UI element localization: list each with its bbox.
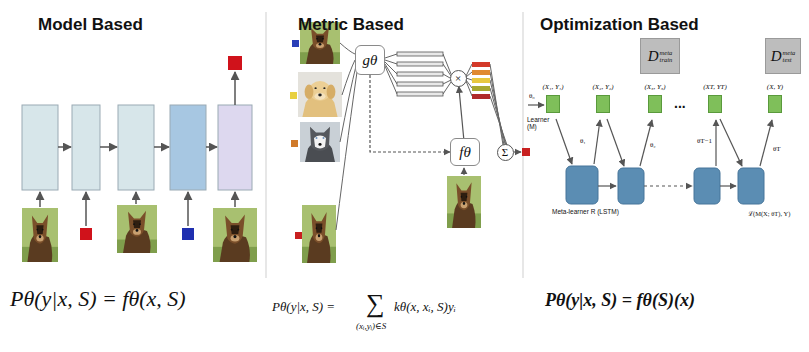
panel-title: Model Based xyxy=(38,16,143,35)
dog-photo xyxy=(302,205,336,263)
node-text: gθ xyxy=(363,52,378,69)
dog-photo xyxy=(117,205,157,253)
sum-circle: Σ xyxy=(497,144,514,161)
dataset-box: Dmetatrain xyxy=(640,38,680,74)
meta-learner-cells xyxy=(566,166,764,204)
rnn-arrows xyxy=(40,72,235,226)
learner-step: (XT, YT) xyxy=(702,84,728,113)
node-text: × xyxy=(455,72,461,84)
embedding-function: gθ xyxy=(355,45,385,75)
learner-box xyxy=(768,95,782,113)
learner-step: (X₁, Y₁) xyxy=(541,84,565,113)
script-column: metatrain xyxy=(660,49,673,63)
node-text: (X₂, Y₂) xyxy=(592,84,613,92)
product-circle: × xyxy=(450,70,467,87)
panel-separators xyxy=(266,12,523,278)
node-text: (X₁, Y₁) xyxy=(542,84,563,92)
dataset-box: Dmetatest xyxy=(765,38,801,74)
learner-label: Learner (M) xyxy=(527,116,547,130)
learner-step: (X, Y) xyxy=(766,84,785,113)
panel-title: Optimization Based xyxy=(540,16,699,35)
rnn-inputs xyxy=(22,56,257,262)
label-square xyxy=(290,92,297,99)
feature-bars xyxy=(397,52,443,96)
panel-title: Metric Based xyxy=(298,16,404,35)
dog-photo xyxy=(298,72,342,117)
node-text: fθ xyxy=(459,144,471,161)
rnn-cells xyxy=(22,105,252,190)
formula: ∑ xyxy=(366,290,385,319)
node-text: meta xyxy=(783,49,796,56)
label-square xyxy=(292,40,299,47)
learner-step: (X₂, Y₂) xyxy=(591,84,615,113)
node-text: D xyxy=(648,48,659,65)
formula: kθ(x, xᵢ, S)yᵢ xyxy=(394,300,456,314)
similarity-bars xyxy=(472,62,490,99)
node-text: meta xyxy=(660,49,673,56)
formula: (xᵢ,yᵢ)∈S xyxy=(356,322,386,332)
learner-box xyxy=(648,95,662,113)
node-text: D xyxy=(771,48,782,65)
node-text: test xyxy=(783,56,796,63)
dog-photo xyxy=(447,176,481,228)
node-text: (XT, YT) xyxy=(703,84,727,92)
dog-photo xyxy=(22,208,58,262)
node-text: (X₃, Y₃) xyxy=(644,84,665,92)
formula: Pθ(y|x, S) = fθ(S)(x) xyxy=(545,291,695,311)
dog-photo xyxy=(300,122,340,162)
meta-learner-label: Meta-learner R (LSTM) xyxy=(552,208,619,215)
param-label: θT−1 xyxy=(697,138,712,146)
param-label: θ₁ xyxy=(580,138,586,146)
connector xyxy=(370,75,450,152)
node-text: (X, Y) xyxy=(767,84,783,92)
label-square xyxy=(295,232,302,239)
ellipsis: ... xyxy=(674,96,686,111)
param-label: θ₂ xyxy=(650,142,656,150)
label-square xyxy=(182,228,194,240)
node-text: Σ xyxy=(502,146,508,158)
output-square xyxy=(228,56,242,70)
learner-box xyxy=(596,95,610,113)
embedding-lines xyxy=(336,43,507,230)
param-label: θ₀ xyxy=(529,93,535,101)
label-square xyxy=(291,140,298,147)
embedding-function: fθ xyxy=(450,138,480,166)
output-square xyxy=(522,148,530,156)
support-images xyxy=(290,22,342,263)
param-label: θT xyxy=(773,146,781,154)
formula: Pθ(y|x, S) = fθ(x, S) xyxy=(10,287,186,311)
script-column: metatest xyxy=(783,49,796,63)
formula: Pθ(y|x, S) = xyxy=(272,300,335,314)
learner-box xyxy=(546,95,560,113)
dog-photo xyxy=(213,208,257,262)
connector xyxy=(459,87,464,139)
optimization-arrows xyxy=(528,105,772,186)
learner-step: (X₃, Y₃) xyxy=(643,84,667,113)
loss-label: ℒ(M(X; θT), Y) xyxy=(748,210,790,217)
label-square xyxy=(80,228,92,240)
learner-box xyxy=(708,95,722,113)
node-text: train xyxy=(660,56,673,63)
